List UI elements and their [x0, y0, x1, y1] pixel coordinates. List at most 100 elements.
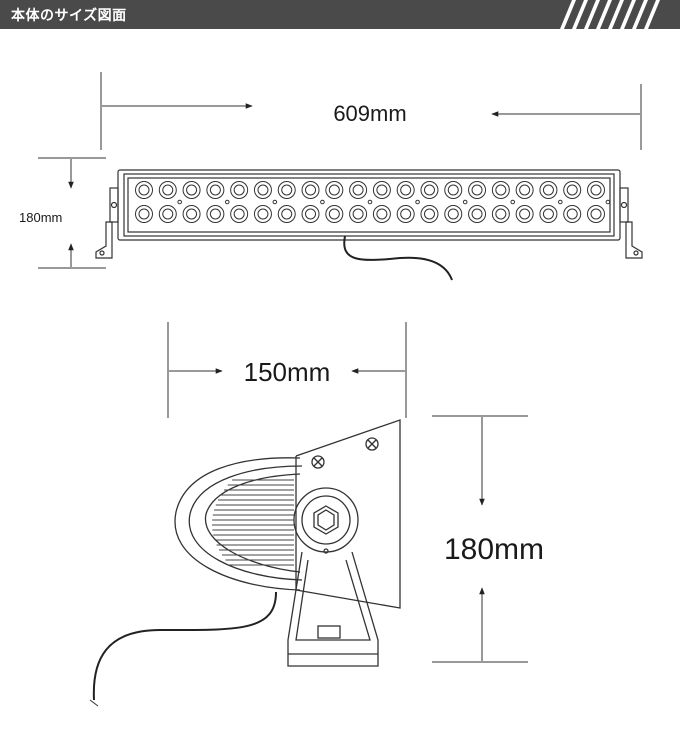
front-view [38, 72, 643, 281]
led-outer [277, 181, 296, 199]
side-cable [92, 591, 277, 701]
led-outer [135, 181, 153, 199]
led-lens [162, 208, 174, 220]
led-lens [447, 208, 459, 220]
led-lens [447, 184, 459, 196]
stripe-decoration [560, 0, 660, 29]
led-lens [209, 208, 221, 220]
led-outer [135, 205, 153, 223]
led-outer [420, 205, 439, 223]
led-outer [182, 205, 201, 223]
led-lens [423, 184, 435, 196]
led-divider-dot [224, 199, 230, 205]
led-lens [209, 184, 221, 196]
led-outer [158, 181, 177, 199]
led-lens [400, 184, 412, 196]
front-height-label: 180mm [19, 210, 62, 225]
led-outer [253, 181, 272, 199]
side-height-label: 180mm [444, 533, 544, 566]
led-outer [301, 205, 320, 223]
front-width-label: 609mm [333, 101, 406, 126]
led-lens [233, 208, 245, 220]
light-bar-housing [117, 169, 621, 241]
led-lens [590, 208, 602, 220]
led-outer [539, 205, 558, 223]
led-outer [444, 205, 463, 223]
led-divider-dot [605, 199, 611, 205]
led-outer [468, 181, 487, 199]
led-outer [468, 205, 487, 223]
led-divider-dot [320, 199, 325, 205]
led-lens [542, 184, 554, 196]
led-divider-dot [510, 199, 516, 205]
led-lens [162, 184, 174, 196]
led-lens [423, 208, 435, 220]
led-lens [376, 208, 388, 220]
side-depth-label: 150mm [244, 357, 331, 387]
front-cable [343, 235, 453, 281]
led-lens [257, 184, 269, 196]
led-outer [372, 205, 391, 223]
led-outer [158, 205, 177, 223]
led-lens [328, 208, 340, 220]
led-lens [328, 184, 340, 196]
led-outer [491, 205, 510, 223]
led-outer [325, 205, 344, 223]
led-outer [206, 181, 225, 199]
led-outer [206, 205, 225, 223]
led-lens [352, 208, 364, 220]
led-outer [253, 205, 272, 223]
led-lens [281, 208, 293, 220]
led-lens [566, 208, 578, 220]
led-lens [233, 184, 245, 196]
led-outer [515, 205, 534, 223]
led-lens [376, 184, 388, 196]
led-outer [230, 205, 249, 223]
led-array [135, 181, 611, 223]
side-housing [174, 457, 301, 591]
led-outer [182, 181, 201, 199]
led-divider-dot [367, 199, 373, 205]
dimension-drawing: 609mm 180mm [19, 72, 643, 707]
led-outer [563, 181, 582, 199]
led-outer [563, 205, 582, 223]
led-outer [277, 205, 296, 223]
led-outer [539, 181, 558, 199]
led-lens [400, 208, 412, 220]
led-divider-dot [272, 199, 278, 205]
right-bracket [625, 221, 643, 259]
title-bar: 本体のサイズ図面 [0, 0, 680, 29]
led-lens [519, 184, 531, 196]
led-outer [515, 181, 534, 199]
led-outer [396, 181, 415, 199]
led-divider-dot [462, 199, 468, 205]
led-divider-dot [177, 199, 182, 205]
led-lens [305, 184, 317, 196]
led-lens [542, 208, 554, 220]
led-lens [519, 208, 531, 220]
led-outer [444, 181, 463, 199]
led-lens [590, 184, 602, 196]
led-lens [186, 184, 198, 196]
led-lens [495, 184, 507, 196]
side-view [89, 322, 528, 707]
led-outer [349, 205, 368, 223]
led-outer [587, 205, 605, 223]
led-lens [471, 208, 483, 220]
led-outer [587, 181, 605, 199]
led-lens [138, 184, 150, 196]
rear-plate [295, 419, 401, 609]
led-outer [349, 181, 368, 199]
led-outer [491, 181, 510, 199]
led-lens [566, 184, 578, 196]
led-divider-dot [558, 199, 563, 205]
led-outer [396, 205, 415, 223]
led-lens [495, 208, 507, 220]
led-lens [352, 184, 364, 196]
led-lens [471, 184, 483, 196]
led-lens [305, 208, 317, 220]
led-outer [230, 181, 249, 199]
lens-hatching [212, 479, 294, 566]
led-outer [372, 181, 391, 199]
led-outer [325, 181, 344, 199]
